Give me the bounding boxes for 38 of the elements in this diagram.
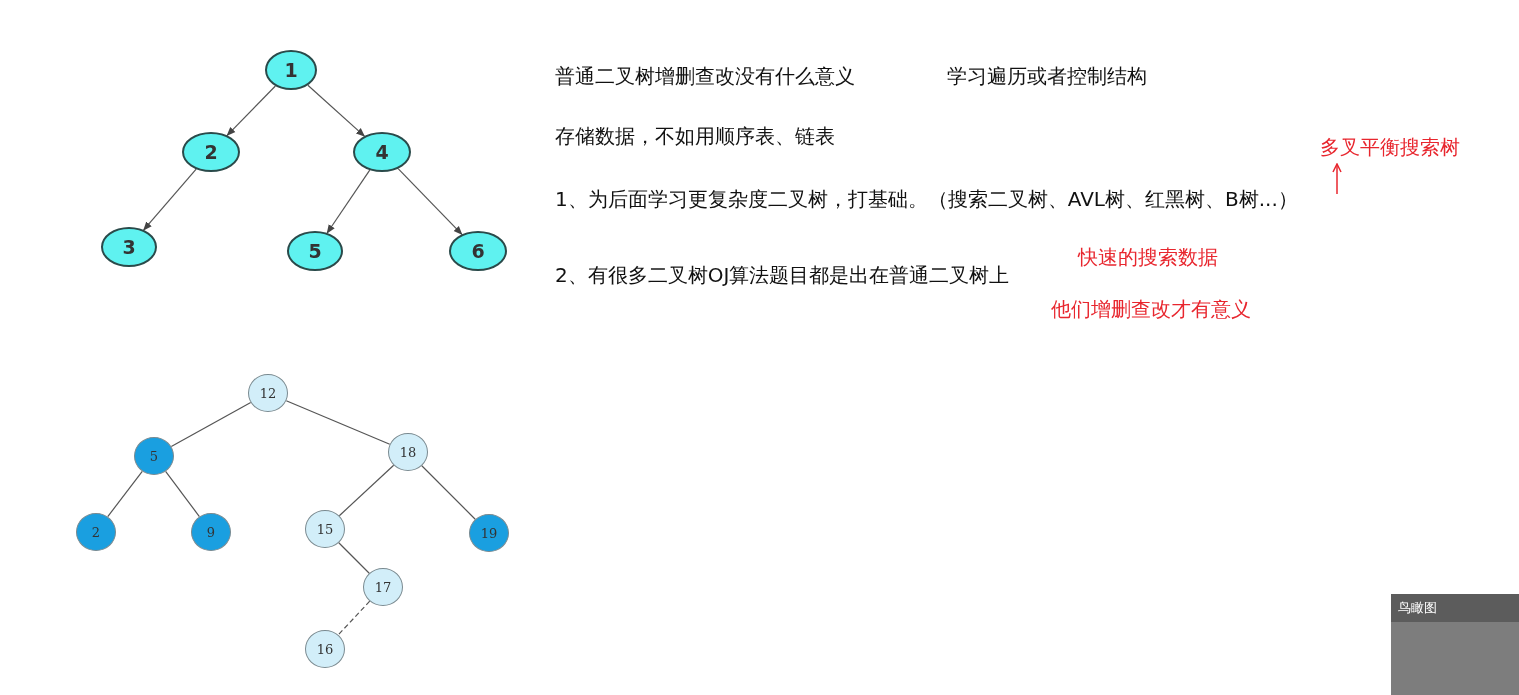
panel-title: 鸟瞰图 [1398, 599, 1437, 617]
connector-line [338, 542, 370, 574]
annotation-text: 他们增删查改才有意义 [1051, 296, 1251, 323]
arrow [226, 85, 276, 137]
arrow [1332, 163, 1342, 195]
note-text: 2、有很多二叉树OJ算法题目都是出在普通二叉树上 [555, 262, 1010, 289]
connector-line [165, 470, 200, 518]
arrow [397, 168, 463, 235]
tree-node: 2 [182, 132, 240, 172]
connector-line [170, 401, 252, 448]
tree-node: 6 [449, 231, 507, 271]
arrow [143, 168, 197, 231]
connector-line [107, 470, 143, 518]
connector-line [338, 464, 395, 517]
arrow [326, 169, 371, 234]
tree-node: 17 [363, 568, 403, 606]
tree-node: 2 [76, 513, 116, 551]
tree-node: 4 [353, 132, 411, 172]
tree-node: 15 [305, 510, 345, 548]
tree-node: 9 [191, 513, 231, 551]
tree-node: 12 [248, 374, 288, 412]
tree-node: 19 [469, 514, 509, 552]
note-text: 学习遍历或者控制结构 [947, 63, 1147, 90]
connector-line [337, 600, 371, 636]
tree-node: 16 [305, 630, 345, 668]
connector-line [421, 465, 476, 520]
note-text: 普通二叉树增删查改没有什么意义 [555, 63, 855, 90]
tree-node: 18 [388, 433, 428, 471]
connector-line [285, 400, 391, 445]
tree-node: 5 [287, 231, 343, 271]
note-text: 存储数据，不如用顺序表、链表 [555, 123, 835, 150]
annotation-text: 多叉平衡搜索树 [1305, 132, 1475, 162]
note-text: 1、为后面学习更复杂度二叉树，打基础。（搜索二叉树、AVL树、红黑树、B树...） [555, 186, 1298, 213]
arrow [307, 84, 366, 137]
tree-node: 3 [101, 227, 157, 267]
tree-node: 1 [265, 50, 317, 90]
annotation-text: 快速的搜索数据 [1078, 244, 1218, 271]
tree-node: 5 [134, 437, 174, 475]
